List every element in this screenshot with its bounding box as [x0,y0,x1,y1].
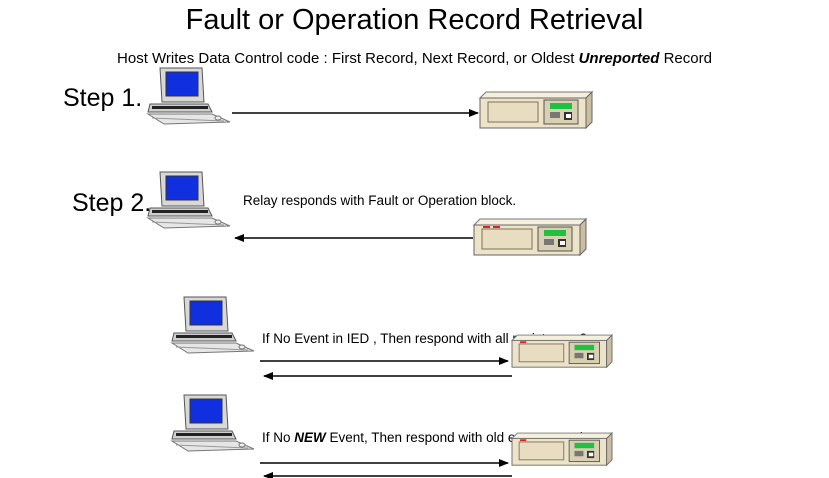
computer-icon [170,296,255,354]
subtitle-prefix: Host Writes Data Control code : First Re… [117,50,579,67]
subtitle-emphasis: Unreported [578,50,660,67]
subtitle-suffix: Record [659,50,712,67]
case-2-emphasis: NEW [294,430,326,445]
case-2-prefix: If No [262,430,295,445]
subtitle: Host Writes Data Control code : First Re… [0,50,829,67]
case-1-text: If No Event in IED , Then respond with a… [262,331,587,346]
page-title: Fault or Operation Record Retrieval [185,4,644,36]
computer-icon [170,394,255,452]
relay-device-icon [478,90,594,130]
step-2-note: Relay responds with Fault or Operation b… [243,193,517,208]
case-1-prefix: If No Event in IED , Then respond with a… [262,331,588,346]
computer-icon [146,67,231,125]
relay-device-icon [510,333,614,369]
step-2-label: Step 2. [72,189,152,217]
relay-device-icon [510,431,614,467]
step-1-label: Step 1. [63,84,143,112]
computer-icon [146,171,231,229]
relay-device-icon [472,217,588,257]
